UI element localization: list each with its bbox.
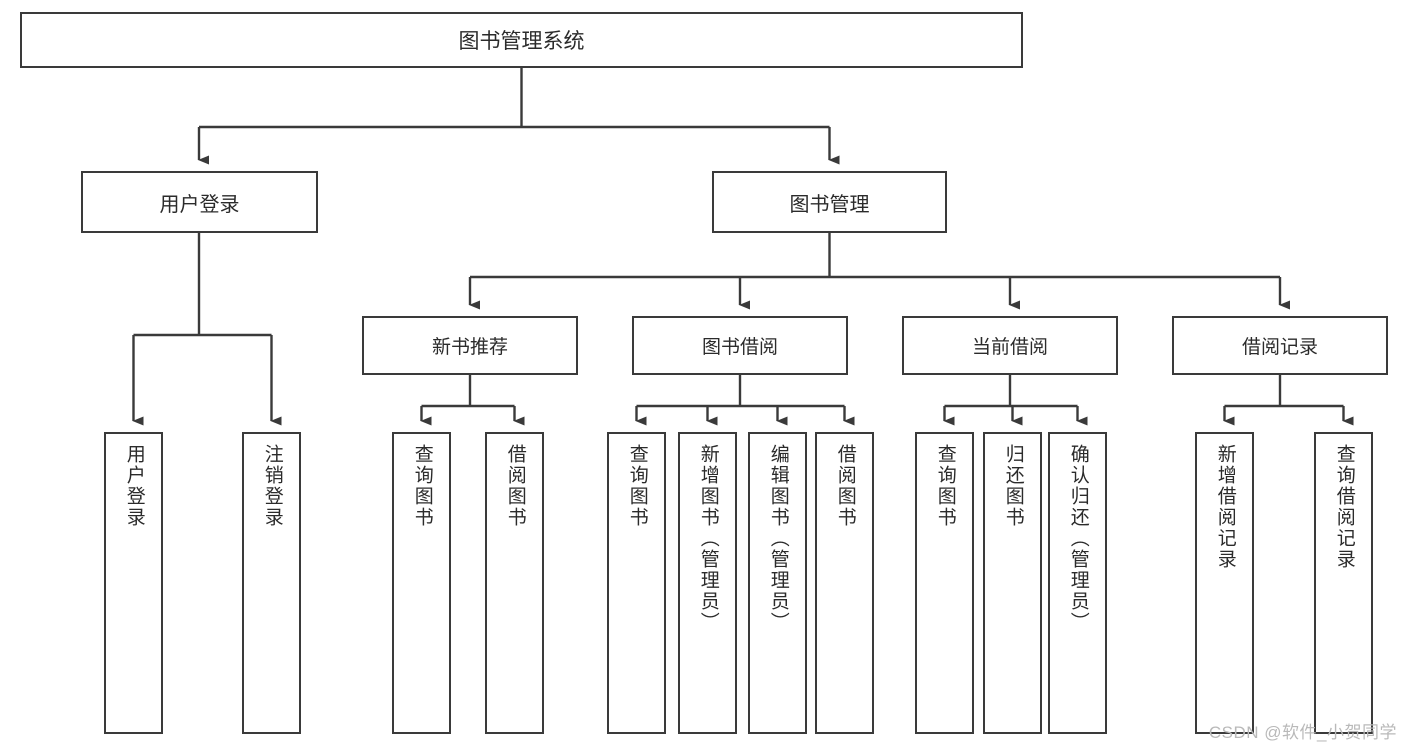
node-leaf-query-book-1[interactable]: 查询图书 xyxy=(392,432,451,734)
node-label: 注销登录 xyxy=(261,444,283,528)
node-label: 新增图书（管理员） xyxy=(697,444,719,633)
node-leaf-add-borrow-record[interactable]: 新增借阅记录 xyxy=(1195,432,1254,734)
node-label: 确认归还（管理员） xyxy=(1067,444,1089,633)
node-label: 新书推荐 xyxy=(431,337,508,358)
node-label: 编辑图书（管理员） xyxy=(767,444,789,633)
node-leaf-user-logout[interactable]: 注销登录 xyxy=(242,432,301,734)
node-leaf-query-book-3[interactable]: 查询图书 xyxy=(915,432,974,734)
node-leaf-add-book-admin[interactable]: 新增图书（管理员） xyxy=(678,432,737,734)
node-leaf-query-book-2[interactable]: 查询图书 xyxy=(607,432,666,734)
node-label: 借阅图书 xyxy=(504,444,526,528)
node-label: 图书管理系统 xyxy=(458,30,585,53)
node-leaf-borrow-book-2[interactable]: 借阅图书 xyxy=(815,432,874,734)
node-label: 查询图书 xyxy=(626,444,648,528)
node-leaf-edit-book-admin[interactable]: 编辑图书（管理员） xyxy=(748,432,807,734)
node-current-borrow[interactable]: 当前借阅 xyxy=(902,316,1118,375)
node-label: 图书管理 xyxy=(789,193,870,216)
node-book-borrow[interactable]: 图书借阅 xyxy=(632,316,848,375)
node-label: 用户登录 xyxy=(123,444,145,528)
node-borrow-record[interactable]: 借阅记录 xyxy=(1172,316,1388,375)
node-new-book-recommend[interactable]: 新书推荐 xyxy=(362,316,578,375)
watermark: CSDN @软件_小贺同学 xyxy=(1208,723,1397,742)
node-label: 查询图书 xyxy=(411,444,433,528)
node-label: 归还图书 xyxy=(1002,444,1024,528)
node-label: 新增借阅记录 xyxy=(1214,444,1236,570)
node-leaf-return-book[interactable]: 归还图书 xyxy=(983,432,1042,734)
node-leaf-confirm-return-admin[interactable]: 确认归还（管理员） xyxy=(1048,432,1107,734)
node-label: 查询借阅记录 xyxy=(1333,444,1355,570)
node-leaf-query-borrow-record[interactable]: 查询借阅记录 xyxy=(1314,432,1373,734)
node-label: 借阅记录 xyxy=(1241,337,1318,358)
node-label: 查询图书 xyxy=(934,444,956,528)
node-leaf-borrow-book-1[interactable]: 借阅图书 xyxy=(485,432,544,734)
node-label: 用户登录 xyxy=(159,193,240,216)
node-label: 借阅图书 xyxy=(834,444,856,528)
node-label: 当前借阅 xyxy=(971,337,1048,358)
node-root-system[interactable]: 图书管理系统 xyxy=(20,12,1023,68)
node-user-login[interactable]: 用户登录 xyxy=(81,171,318,233)
node-label: 图书借阅 xyxy=(701,337,778,358)
node-book-manage[interactable]: 图书管理 xyxy=(712,171,947,233)
node-leaf-user-login[interactable]: 用户登录 xyxy=(104,432,163,734)
